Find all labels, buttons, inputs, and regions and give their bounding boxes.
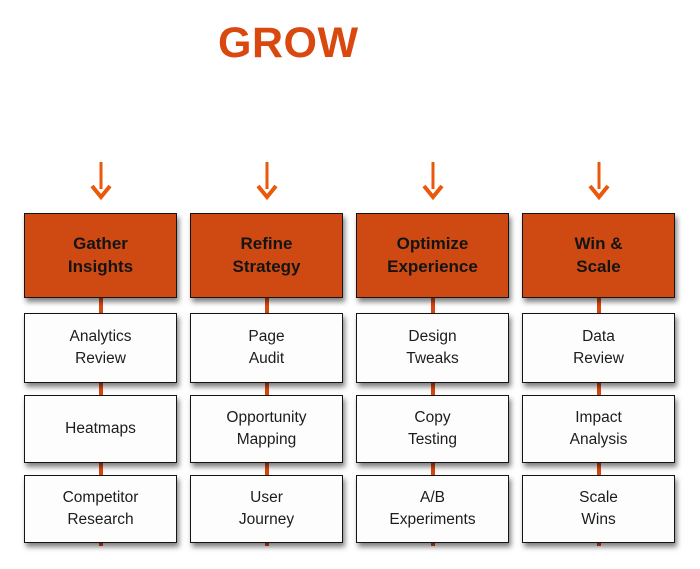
column-optimize-experience: Optimize Experience Design Tweaks Copy T…: [356, 0, 509, 569]
step-box: A/B Experiments: [356, 475, 509, 543]
down-arrow-icon: [587, 162, 610, 200]
step-box: Data Review: [522, 313, 675, 383]
column-refine-strategy: Refine Strategy Page Audit Opportunity M…: [190, 0, 343, 569]
stage-header-box: Gather Insights: [24, 213, 177, 298]
step-box: Scale Wins: [522, 475, 675, 543]
step-box: User Journey: [190, 475, 343, 543]
step-box: Impact Analysis: [522, 395, 675, 463]
step-box: Design Tweaks: [356, 313, 509, 383]
stage-header-box: Optimize Experience: [356, 213, 509, 298]
step-box: Page Audit: [190, 313, 343, 383]
down-arrow-icon: [421, 162, 444, 200]
column-win-scale: Win & Scale Data Review Impact Analysis …: [522, 0, 675, 569]
step-box: Copy Testing: [356, 395, 509, 463]
step-box: Opportunity Mapping: [190, 395, 343, 463]
stage-header-box: Win & Scale: [522, 213, 675, 298]
step-box: Competitor Research: [24, 475, 177, 543]
diagram-title: GROW: [218, 19, 359, 67]
down-arrow-icon: [89, 162, 112, 200]
step-box: Analytics Review: [24, 313, 177, 383]
column-gather-insights: Gather Insights Analytics Review Heatmap…: [24, 0, 177, 569]
down-arrow-icon: [255, 162, 278, 200]
stage-header-box: Refine Strategy: [190, 213, 343, 298]
step-box: Heatmaps: [24, 395, 177, 463]
